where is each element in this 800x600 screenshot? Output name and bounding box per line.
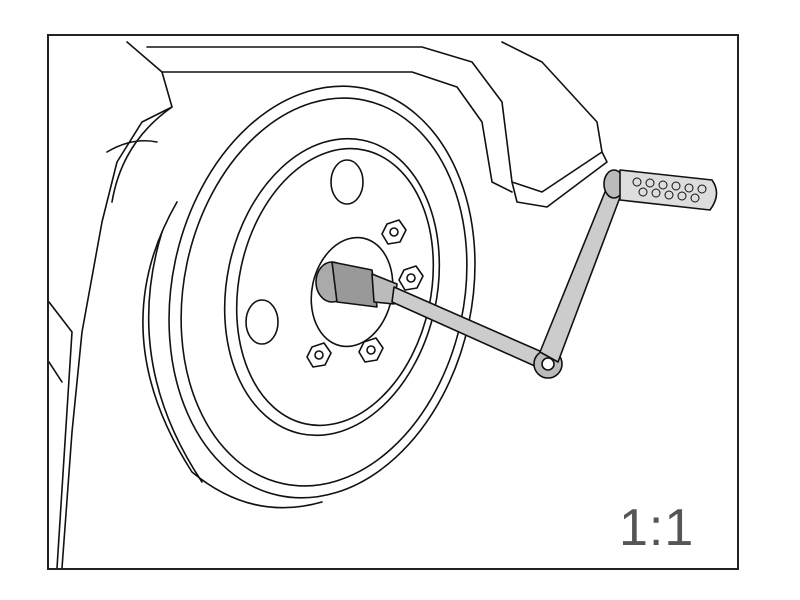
crank-grip	[619, 169, 718, 211]
crank-wrench	[315, 169, 718, 379]
vehicle-fender	[49, 41, 608, 568]
illustration-frame: 1:1	[47, 34, 739, 570]
wheel-crank-illustration	[49, 41, 718, 568]
grip-texture	[632, 177, 707, 203]
lug-nuts	[306, 219, 424, 368]
scale-label: 1:1	[619, 499, 695, 557]
